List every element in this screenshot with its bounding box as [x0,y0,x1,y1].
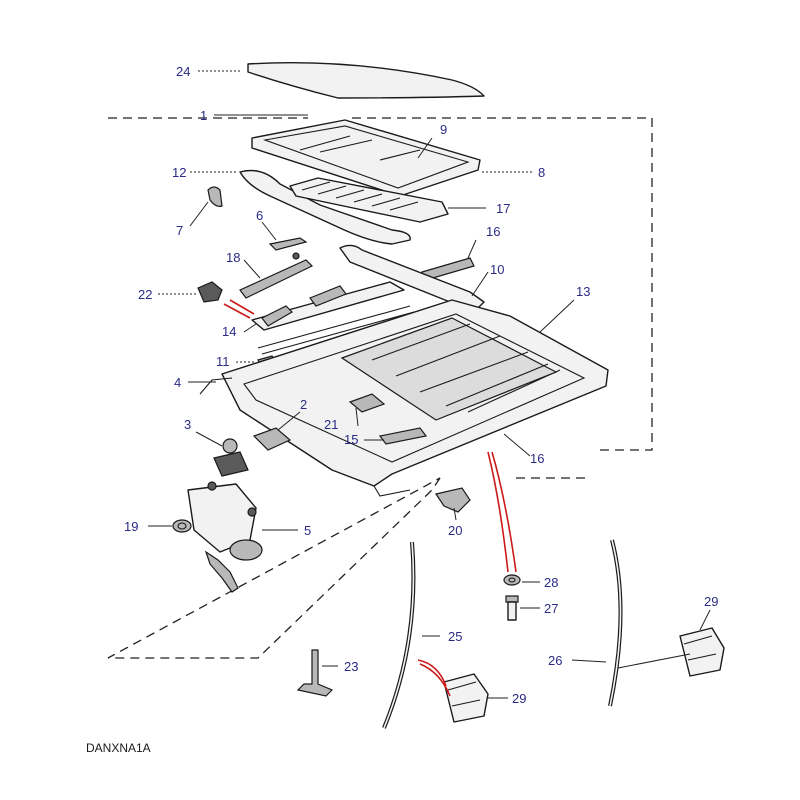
callout-25: 25 [448,629,462,644]
motor-part [187,481,263,593]
cable-strip-part [239,259,314,299]
tool-part [296,649,334,697]
callout-6: 6 [256,208,263,223]
leader-lines [148,70,711,699]
callout-16-upper: 16 [486,224,500,239]
callout-20: 20 [448,523,462,538]
callout-16-lower: 16 [530,451,544,466]
bolt-part [505,595,519,621]
callout-22: 22 [138,287,152,302]
drain-tube-front-core [383,541,415,729]
callout-12: 12 [172,165,186,180]
bracket-part [348,393,386,413]
drain-pad-part [252,427,292,451]
drain-valve-lower-part [443,673,489,723]
callout-11: 11 [216,354,230,369]
callout-14: 14 [222,324,236,339]
sunroof-frame-part [199,299,609,497]
deflector-part [239,169,411,245]
callout-13: 13 [576,284,590,299]
callout-24: 24 [176,64,190,79]
guide-clip-part [197,281,223,303]
callout-17: 17 [496,201,510,216]
drain-valve-part [679,627,725,677]
callout-18: 18 [226,250,240,265]
callout-2: 2 [300,397,307,412]
washer-part [503,574,521,586]
clip-part [207,186,223,207]
slider-lower-part [378,427,428,445]
callout-19: 19 [124,519,138,534]
grommet-part [172,519,192,533]
callout-21: 21 [324,417,338,432]
callout-5: 5 [304,523,311,538]
callout-29-lower: 29 [512,691,526,706]
diagram-reference-code: DANXNA1A [86,741,151,755]
callout-4: 4 [174,375,181,390]
callout-labels: 24 1 9 8 12 17 7 6 16 18 10 13 22 14 11 … [124,64,718,706]
retaining-clip-part [435,487,471,513]
pin-part [268,237,308,260]
highlight-leaders [223,299,517,697]
callout-8: 8 [538,165,545,180]
callout-10: 10 [490,262,504,277]
callout-3: 3 [184,417,191,432]
callout-7: 7 [176,223,183,238]
callout-9: 9 [440,122,447,137]
callout-27: 27 [544,601,558,616]
assembly-boundary [107,117,653,659]
seal-panel-part [247,62,485,99]
drain-tube-rear-core [609,539,622,707]
callout-23: 23 [344,659,358,674]
callout-28: 28 [544,575,558,590]
glass-panel-part [251,119,481,197]
callout-15: 15 [344,432,358,447]
callout-26: 26 [548,653,562,668]
motor-bracket-part [213,438,249,477]
guide-rail-left-part [251,281,415,355]
callout-29-right: 29 [704,594,718,609]
callout-1: 1 [200,108,207,123]
sunshade-part [289,177,449,223]
